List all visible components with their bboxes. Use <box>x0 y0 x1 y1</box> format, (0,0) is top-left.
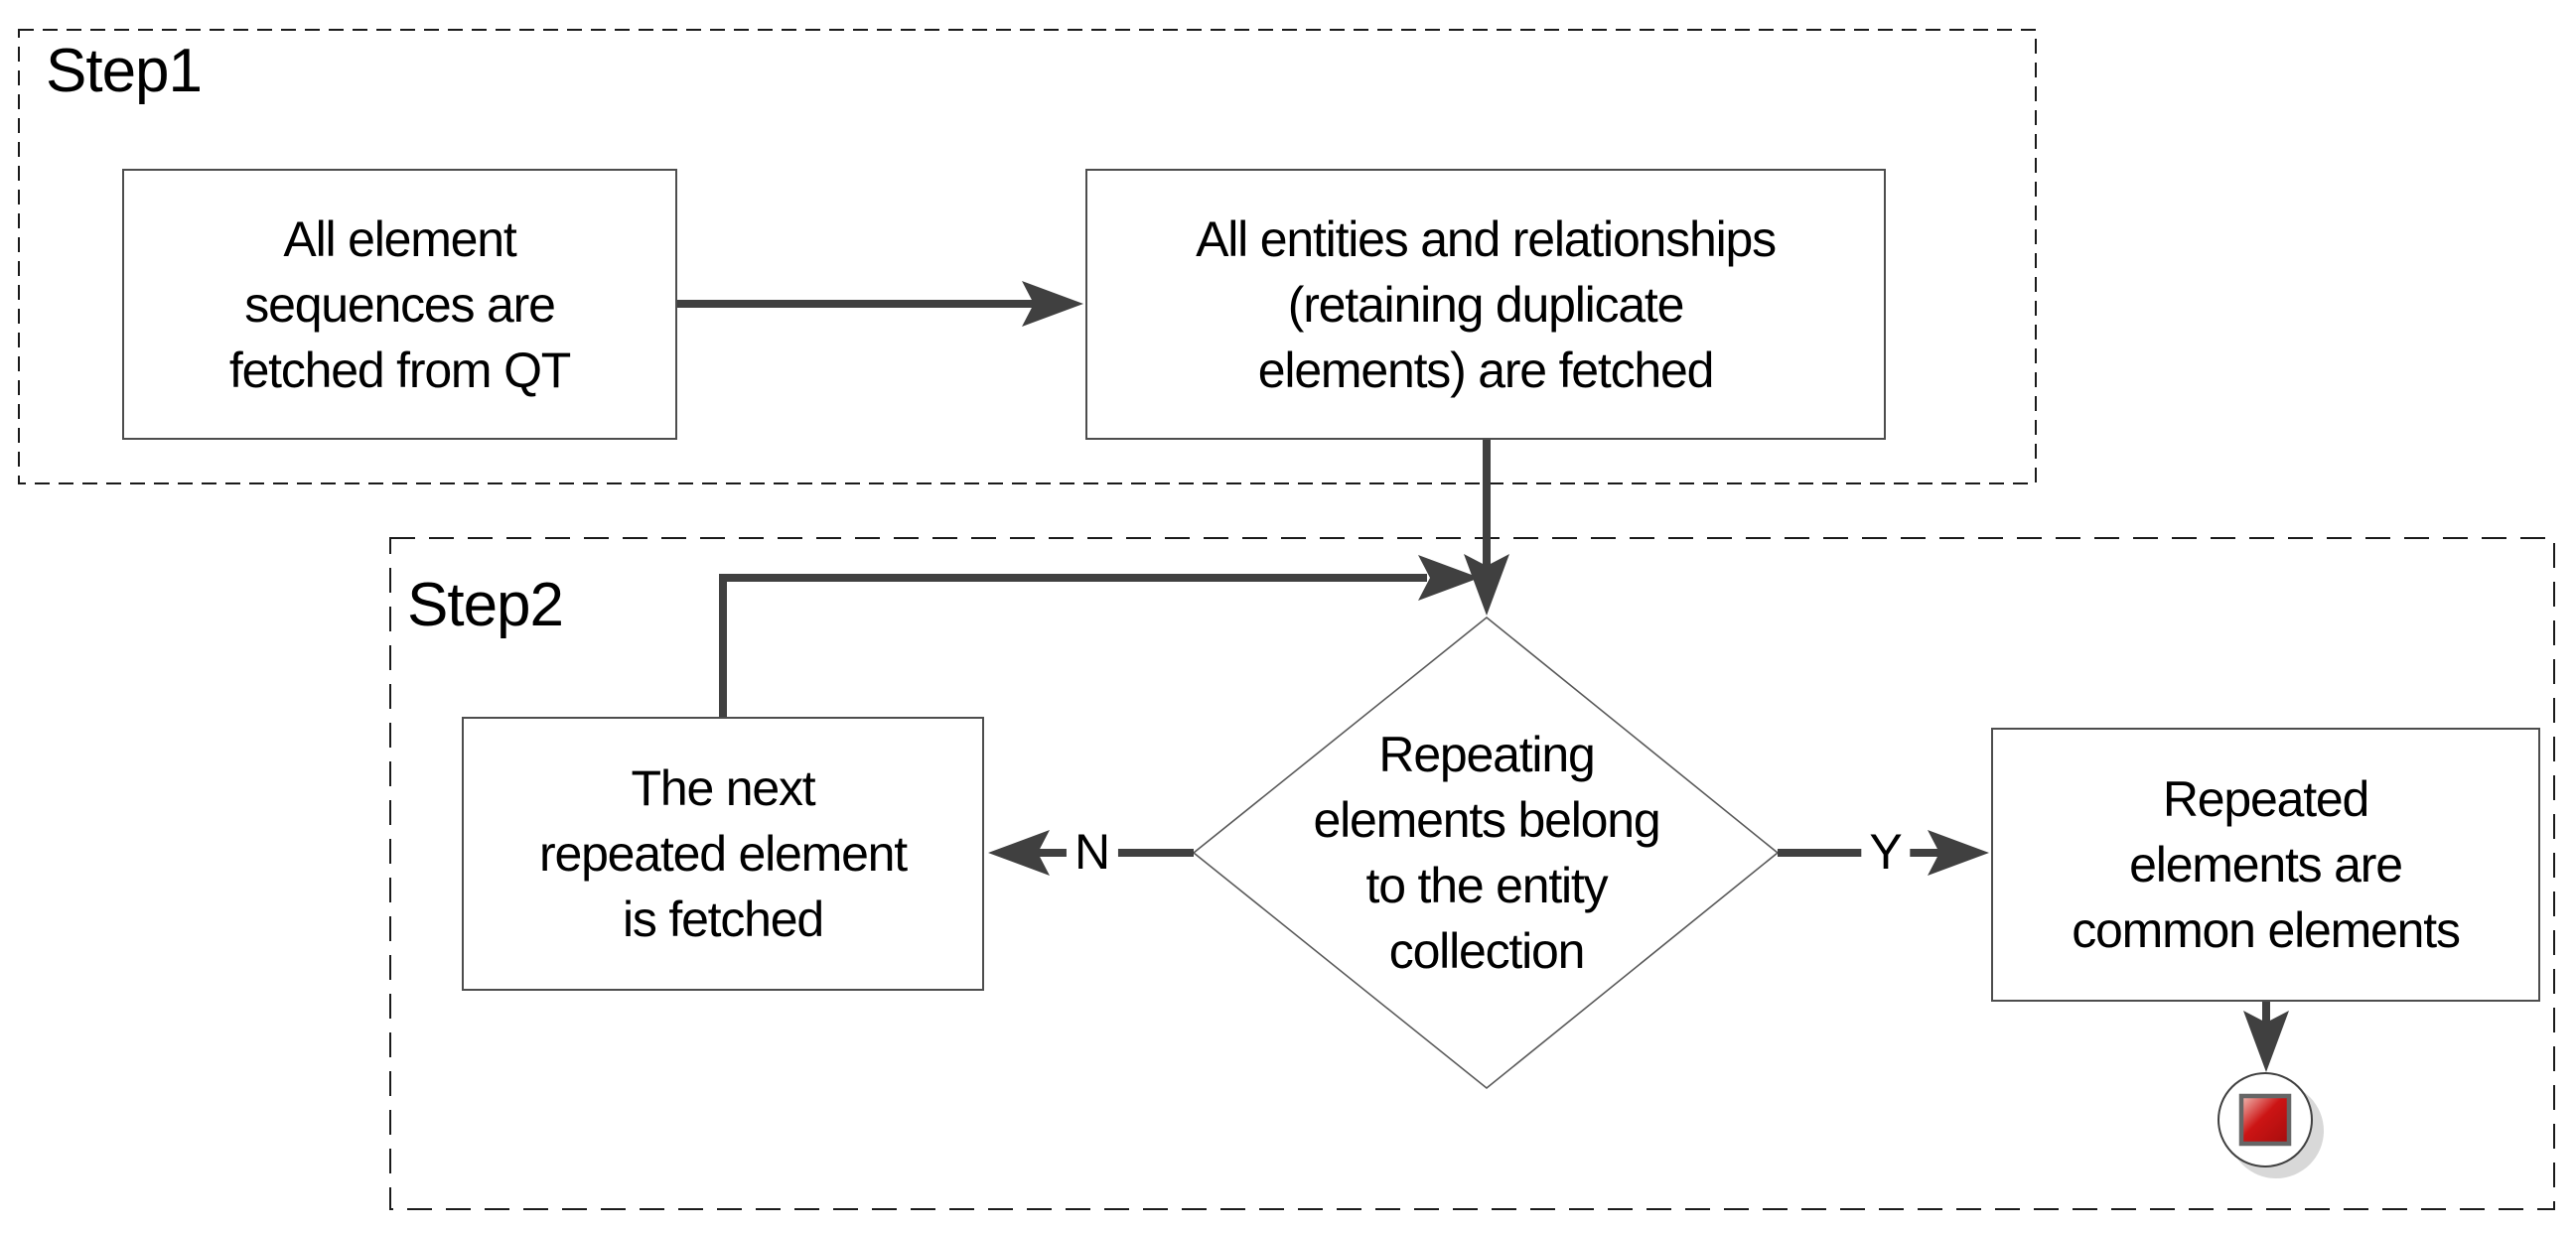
decision-diamond-shape <box>1192 616 1780 1090</box>
arrowhead-right-box2 <box>1022 281 1083 327</box>
process-box-next-repeated-element: The next repeated element is fetched <box>462 717 984 991</box>
process-box-common-elements: Repeated elements are common elements <box>1991 728 2540 1002</box>
arrowhead-down-decision <box>1464 554 1509 616</box>
arrowhead-right-rightbox <box>1928 830 1989 876</box>
step1-label: Step1 <box>46 37 203 105</box>
arrowhead-right-feedback <box>1418 555 1480 601</box>
decision-diamond-text: Repeating elements belong to the entity … <box>1313 727 1661 979</box>
step2-boundary <box>389 537 2555 1210</box>
stop-icon-square <box>2238 1093 2292 1147</box>
connector-leftbox-feedback <box>719 574 1427 717</box>
edge-label-yes: Y <box>1861 823 1911 881</box>
process-box-entities-relationships: All entities and relationships (retainin… <box>1085 169 1886 440</box>
edge-label-no: N <box>1066 823 1119 881</box>
arrowhead-left-leftbox <box>988 830 1050 876</box>
step2-label: Step2 <box>407 571 564 639</box>
step1-boundary <box>18 29 2037 484</box>
process-box-element-sequences: All element sequences are fetched from Q… <box>122 169 677 440</box>
stop-icon <box>2218 1072 2324 1178</box>
arrowhead-down-stop <box>2243 1011 2289 1072</box>
